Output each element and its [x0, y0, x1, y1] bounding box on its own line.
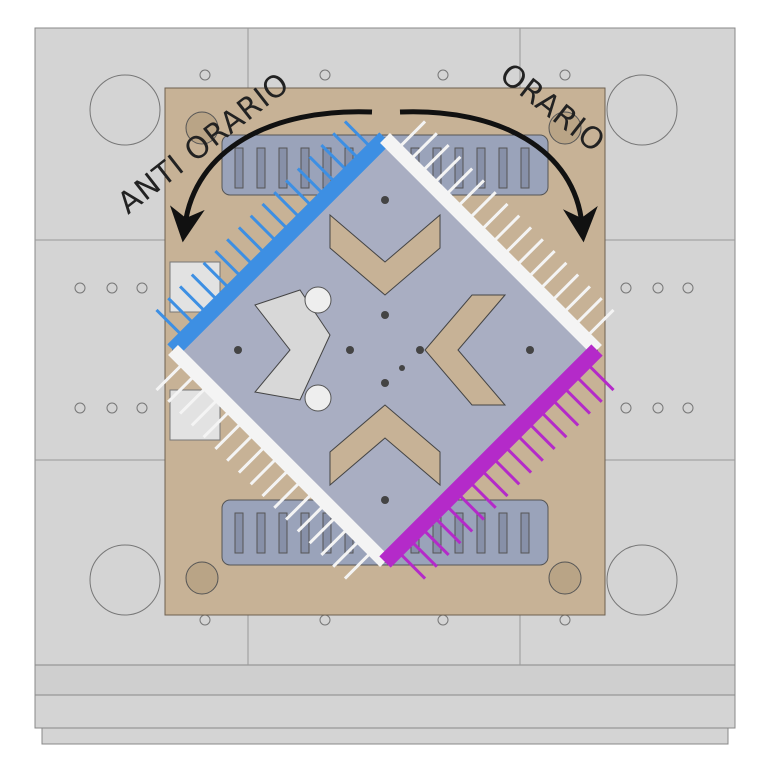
slot — [520, 512, 530, 554]
clockwise-arrow-icon — [399, 109, 598, 243]
slot — [454, 147, 464, 189]
slot — [520, 147, 530, 189]
slot — [300, 147, 310, 189]
slot — [256, 147, 266, 189]
edge-blue — [167, 132, 391, 356]
slot — [476, 147, 486, 189]
edge-white-bottom-left — [168, 345, 390, 567]
slot — [476, 512, 486, 554]
rotating-plate — [167, 132, 603, 568]
slot — [498, 147, 508, 189]
slot — [234, 512, 244, 554]
slot — [300, 512, 310, 554]
slot — [278, 512, 288, 554]
slot — [454, 512, 464, 554]
slot — [234, 147, 244, 189]
slot — [256, 512, 266, 554]
slot — [498, 512, 508, 554]
slot — [278, 147, 288, 189]
counterclockwise-arrow-icon — [169, 109, 373, 243]
edge-white-top-right — [380, 133, 602, 355]
edge-magenta — [379, 344, 603, 568]
